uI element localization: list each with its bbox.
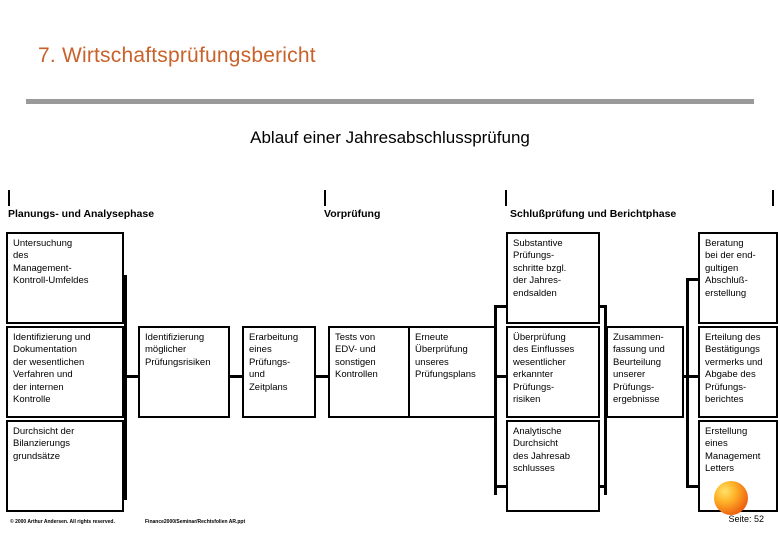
page-title: 7. Wirtschaftsprüfungsbericht <box>38 44 316 67</box>
process-box-erteilung-bestaetigungsvermerk[interactable]: Erteilung des Bestätigungs vermerks und … <box>698 326 778 418</box>
process-box-erarbeitung-pruefungs-zeitplan[interactable]: Erarbeitung eines Prüfungs- und Zeitplan… <box>242 326 316 418</box>
process-box-identifizierung-pruefungsrisiken[interactable]: Identifizierung möglicher Prüfungsrisike… <box>138 326 230 418</box>
process-box-ueberpruefung-einfluss-pruefungsrisiken[interactable]: Überprüfung des Einflusses wesentlicher … <box>506 326 600 418</box>
connector-col3-col4 <box>314 375 330 378</box>
connector-col5-spine <box>494 375 510 378</box>
connector-schluss-right-spine <box>604 305 607 495</box>
connector-schluss-left-bottom-stub <box>494 485 508 488</box>
process-box-erneute-ueberpruefung-pruefungsplan[interactable]: Erneute Überprüfung unseres Prüfungsplan… <box>408 326 496 418</box>
connector-schluss-left-top-stub <box>494 305 508 308</box>
connector-col1-spine <box>124 275 127 500</box>
process-flow-diagram: Planungs- und Analysephase Vorprüfung Sc… <box>0 190 780 520</box>
process-box-erstellung-management-letter[interactable]: Erstellung eines Management Letters <box>698 420 778 512</box>
process-box-analytische-durchsicht-jahresabschluss[interactable]: Analytische Durchsicht des Jahresab schl… <box>506 420 600 512</box>
process-box-identifizierung-dokumentation-verfahren[interactable]: Identifizierung und Dokumentation der we… <box>6 326 124 418</box>
process-box-substantive-pruefungsschritte[interactable]: Substantive Prüfungs- schritte bzgl. der… <box>506 232 600 324</box>
page-number: Seite: 52 <box>728 514 764 524</box>
phase-label-schlusspruefung: Schlußprüfung und Berichtphase <box>510 208 677 220</box>
process-box-tests-edv-sonstige-kontrollen[interactable]: Tests von EDV- und sonstigen Kontrollen <box>328 326 410 418</box>
process-box-beratung-abschlusserstellung[interactable]: Beratung bei der end- gultigen Abschluß-… <box>698 232 778 324</box>
process-box-zusammenfassung-beurteilung-ergebnisse[interactable]: Zusammen- fassung und Beurteilung unsere… <box>606 326 684 418</box>
slide-subtitle: Ablauf einer Jahresabschlussprüfung <box>250 128 530 147</box>
connector-col7-top-stub <box>686 278 700 281</box>
footer-copyright: © 2000 Arthur Andersen. All rights reser… <box>10 519 115 525</box>
phase-label-planung: Planungs- und Analysephase <box>8 208 155 220</box>
phase-label-vorpruefung: Vorprüfung <box>324 208 381 220</box>
phase-tick-vorpruefung <box>324 190 326 206</box>
process-box-untersuchung-management-kontroll-umfeld[interactable]: Untersuchung des Management- Kontroll-Um… <box>6 232 124 324</box>
connector-col2-col3 <box>228 375 244 378</box>
connector-col6-col7 <box>684 375 698 378</box>
connector-col7-bottom-stub <box>686 485 700 488</box>
phase-tick-end <box>772 190 774 206</box>
footer-filepath: Finance2000/Seminar/Rechtsfolien AR.ppt <box>145 519 246 525</box>
connector-col1-col2 <box>124 375 140 378</box>
phase-tick-schlusspruefung <box>505 190 507 206</box>
phase-tick-planung <box>8 190 10 206</box>
brand-sphere-icon <box>714 481 748 515</box>
process-box-durchsicht-bilanzierungsgrundsaetze[interactable]: Durchsicht der Bilanzierungs grundsätze <box>6 420 124 512</box>
connector-col7-spine <box>686 278 689 488</box>
title-divider <box>26 99 754 104</box>
